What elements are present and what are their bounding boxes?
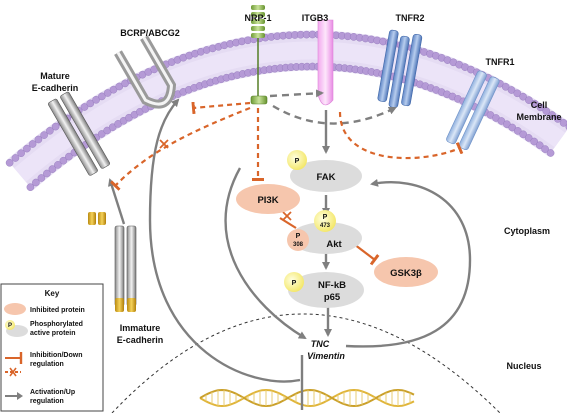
key-inhibition-label-2: regulation [30, 361, 64, 368]
inhibition-x-marks [159, 139, 292, 221]
key-activation-label-2: regulation [30, 398, 64, 405]
bcrp-abcg2-transporter-icon [114, 35, 177, 109]
legend-key: Key Inhibited protein P Phosphorylated a… [0, 283, 104, 412]
vimentin-gene-label: Vimentin [307, 351, 345, 361]
tnfr1-label: TNFR1 [486, 57, 515, 67]
tnfr2-receptor-icon [377, 29, 423, 108]
key-phospho-icon [5, 320, 15, 330]
fak-label: FAK [317, 172, 336, 183]
mature-ecad-label-1: Mature [40, 71, 70, 81]
akt-label: Akt [326, 239, 342, 250]
bcrp-label: BCRP/ABCG2 [120, 28, 180, 38]
itgb3-label: ITGB3 [302, 13, 329, 23]
key-inhibition-label-1: Inhibition/Down [30, 352, 83, 359]
fak-node: P FAK [287, 150, 362, 192]
cleaved-fragments-icon [88, 212, 106, 225]
cell-membrane-label-2: Membrane [516, 112, 561, 122]
fak-phospho-label: P [295, 158, 300, 165]
key-inhibited-label: Inhibited protein [30, 307, 85, 314]
immature-e-cadherin-icon [114, 225, 137, 312]
nfkb-phospho-label: P [292, 280, 297, 287]
tnc-gene-label: TNC [311, 339, 330, 349]
mature-e-cadherin-icon [48, 91, 110, 176]
immature-ecad-label-1: Immature [120, 323, 161, 333]
cell-membrane-label-1: Cell [531, 100, 548, 110]
key-activation-label-1: Activation/Up [30, 389, 75, 396]
immature-ecad-label-2: E-cadherin [117, 335, 164, 345]
gsk3b-node: GSK3β [374, 257, 438, 287]
key-activation-symbol [5, 392, 23, 400]
nuclear-envelope [111, 313, 501, 413]
key-phospho-label-1: Phosphorylated [30, 321, 83, 328]
key-p-symbol: P [8, 323, 12, 329]
akt-phospho-308-label: P [296, 233, 301, 240]
akt-phospho-473-label: P [323, 214, 328, 221]
nrp1-label: NRP-1 [244, 13, 271, 23]
tnfr2-label: TNFR2 [396, 13, 425, 23]
activation-arrows [108, 89, 472, 410]
key-phospho-label-2: active protein [30, 330, 76, 337]
nrp1-receptor-icon [250, 5, 268, 105]
nucleus-label: Nucleus [506, 361, 541, 371]
pi3k-node: PI3K [236, 184, 300, 214]
dna-helix-icon [199, 388, 415, 408]
nfkb-label: NF-kB [318, 280, 346, 291]
gsk3b-label: GSK3β [390, 268, 422, 279]
cytoplasm-label: Cytoplasm [504, 226, 550, 236]
key-title: Key [45, 289, 60, 298]
akt-473-label: 473 [320, 223, 331, 229]
nfkb-p65-node: P NF-kB p65 [284, 272, 364, 308]
p65-label: p65 [324, 292, 341, 303]
akt-node: P 473 P 308 Akt [287, 210, 362, 254]
inhibition-arrows [110, 101, 464, 266]
mature-ecad-label-2: E-cadherin [32, 83, 79, 93]
key-inhibition-symbol [5, 352, 23, 377]
pi3k-label: PI3K [257, 195, 278, 206]
akt-308-label: 308 [293, 242, 304, 248]
key-inhibited-swatch [4, 303, 26, 315]
